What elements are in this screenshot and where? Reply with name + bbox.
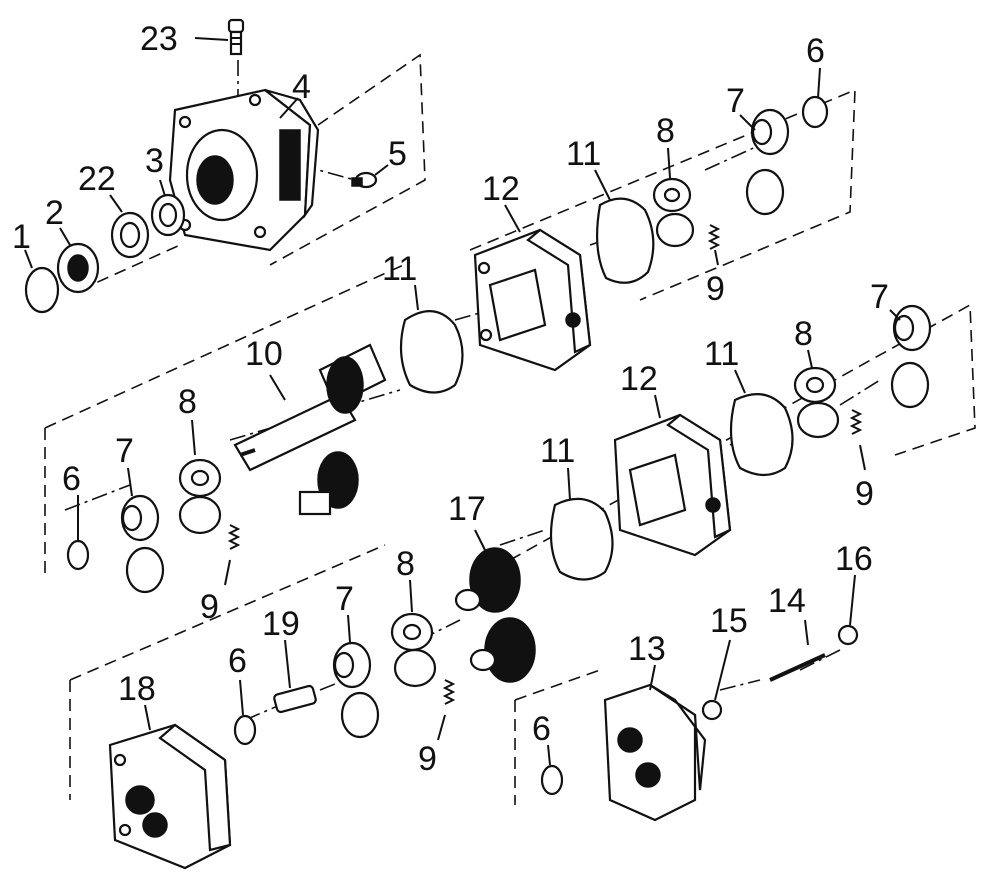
callout-7-b: 7 [115,432,134,470]
gasket-part-11-c [729,392,794,477]
callout-5: 5 [388,135,407,173]
callout-12-a: 12 [482,170,520,208]
callout-11-d: 11 [540,432,575,470]
plug-part-16 [837,624,859,646]
leader-lines [77,67,901,766]
callout-7-a: 7 [726,82,745,120]
callout-11-c: 11 [704,335,739,373]
callout-7-d: 7 [335,580,354,618]
callout-16: 16 [835,540,873,578]
callout-6-a: 6 [806,32,825,70]
callout-13: 13 [628,630,666,668]
spring-part-9-b [227,524,241,550]
pin-part-14 [769,619,826,682]
callout-6-b: 6 [62,460,81,498]
callout-9-c: 9 [855,475,874,513]
callout-4: 4 [292,68,311,106]
callout-11-a: 11 [566,135,601,173]
seal-ring-part-6-c [233,714,257,746]
wear-plate-part-8-a [652,177,695,248]
callout-6-d: 6 [532,710,551,748]
snap-ring-part-1 [24,249,60,314]
callout-10: 10 [245,335,283,373]
callout-19: 19 [262,605,300,643]
callout-2: 2 [45,194,64,232]
callout-1: 1 [12,218,31,256]
washer-part-22 [109,194,150,259]
callout-8-a: 8 [656,112,675,150]
spring-part-9-a [707,224,721,250]
bushing-part-7-d [332,641,380,739]
callout-18: 18 [118,670,156,708]
coupling-part-19 [273,684,317,714]
bearing-part-2 [56,227,100,294]
gasket-part-11-a [596,197,655,284]
washer-part-15 [701,699,723,721]
bushing-part-7-b [120,494,165,594]
seal-part-3 [150,179,186,237]
callout-7-c: 7 [870,278,889,316]
callout-12-c: 12 [620,360,658,398]
callout-11-b: 11 [382,250,417,288]
gear-housing-part-12-b [613,413,732,557]
grease-fitting-part-23 [194,18,245,56]
drive-shaft-part-10 [233,343,387,472]
seal-ring-part-6-d [540,764,564,796]
bushing-part-7-a [745,108,790,216]
callout-9-d: 9 [418,740,437,778]
end-plate-part-13 [603,683,707,822]
callout-6-c: 6 [228,642,247,680]
plug-part-5 [351,164,389,189]
callout-9-b: 9 [200,588,219,626]
wear-plate-part-8-b [178,458,222,535]
callout-23: 23 [140,20,178,58]
callout-8-c: 8 [794,315,813,353]
gear-part-17 [454,547,536,683]
gasket-part-11-b [399,310,464,394]
spring-part-9-c [849,409,863,435]
rear-cover-part-18 [108,723,232,870]
mounting-flange-part-4 [168,88,320,252]
callout-17: 17 [448,490,486,528]
callout-22: 22 [78,160,116,198]
spring-part-9-d [442,679,456,705]
wear-plate-part-8-c [793,366,840,439]
gear-housing-part-12-a [473,228,592,372]
seal-ring-part-6-b [66,539,90,571]
bushing-part-7-c [890,304,932,409]
gasket-part-11-d [549,497,614,581]
callout-9-a: 9 [706,270,725,308]
callout-14: 14 [768,582,806,620]
callouts: 23 4 5 3 22 2 1 6 7 8 11 12 9 11 10 8 7 … [12,20,889,778]
driven-gear-part-10b [298,451,359,516]
callout-8-d: 8 [396,545,415,583]
seal-ring-part-6-a [801,95,829,129]
wear-plate-part-8-d [390,612,437,688]
callout-15: 15 [710,602,748,640]
callout-8-b: 8 [178,383,197,421]
callout-3: 3 [145,142,164,180]
